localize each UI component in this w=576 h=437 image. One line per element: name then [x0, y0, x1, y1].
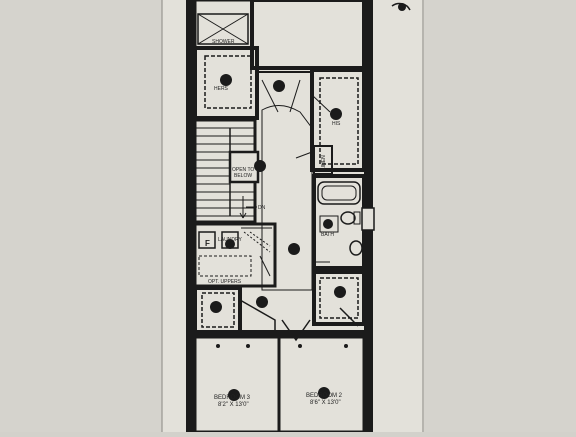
bedroom3-closet — [193, 286, 242, 334]
ceiling-light — [318, 387, 330, 399]
ceiling-light — [273, 80, 285, 92]
laundry-fixture-f: F — [205, 239, 210, 248]
bedroom3-size: 8'2" X 13'0" — [218, 402, 249, 408]
bedroom3-name: BEDROOM 3 — [214, 395, 251, 401]
ceiling-light — [330, 108, 342, 120]
open-to-below-label-line1: OPEN TO — [232, 167, 254, 173]
ceiling-light — [220, 74, 232, 86]
bedroom2-size: 8'6" X 13'0" — [310, 400, 341, 406]
double-door — [281, 319, 311, 342]
shower-label: SHOWER — [212, 39, 235, 45]
laundry-label: LAUNDRY — [218, 237, 242, 243]
opt-uppers-label: OPT. UPPERS — [208, 279, 242, 285]
door-swing — [239, 299, 276, 330]
open-to-below-void — [228, 150, 260, 184]
ceiling-light — [254, 160, 266, 172]
bath-window — [361, 207, 375, 231]
his-closet — [310, 68, 366, 172]
ceiling-light — [323, 219, 333, 229]
outlet — [246, 344, 250, 348]
open-to-below-label-line2: BELOW — [234, 173, 252, 179]
bedroom2-closet — [312, 270, 366, 327]
ceiling-light — [334, 286, 346, 298]
ceiling-light — [228, 389, 240, 401]
outlet — [298, 344, 302, 348]
his-label: HIS — [332, 121, 341, 127]
ceiling-light — [256, 296, 268, 308]
ceiling-light — [225, 239, 235, 249]
bedroom2-name: BEDROOM 2 — [306, 393, 343, 399]
linen-label: LINEN — [321, 155, 327, 170]
ceiling-light — [288, 243, 300, 255]
hers-closet — [193, 46, 259, 120]
outlet — [216, 344, 220, 348]
outlet — [344, 344, 348, 348]
hers-label: HERS — [214, 86, 229, 92]
bath-label: BATH — [321, 232, 334, 238]
ceiling-light — [210, 301, 222, 313]
door-swing — [295, 151, 313, 159]
